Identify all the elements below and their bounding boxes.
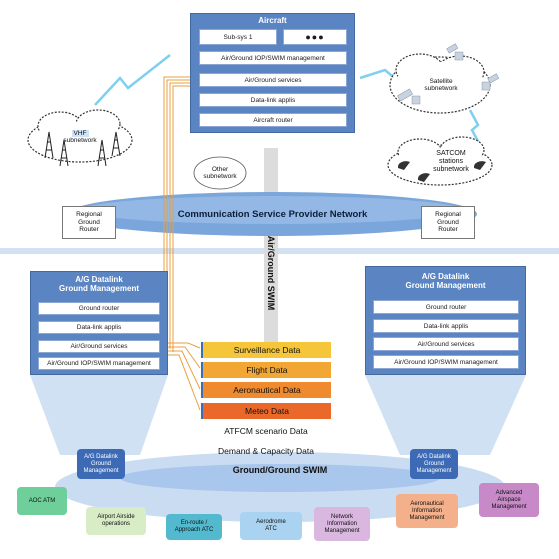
aoc-atm-node: AOC ATM [17,487,67,515]
left-row-applis: Data-link applis [38,321,160,334]
enroute-1: En-route / [180,520,208,526]
other-subnetwork-1: Other [211,165,229,173]
agdl-right-1: A/G Datalink [417,453,451,460]
airport-2: operations [101,521,131,527]
agdl-left-2: Ground [90,460,111,467]
ag-link-lines [163,76,190,352]
gg-swim-label: Ground/Ground SWIM [232,465,328,475]
surveillance-data: Surveillance Data [201,342,331,358]
vhf-label-tag: VHF [71,129,89,137]
vhf-label-sub: subnetwork [63,137,97,144]
aerodrome-atc-node: Aerodrome ATC [240,512,302,540]
regional-left-1: Regional [76,211,102,219]
left-row-router: Ground router [38,302,160,315]
airport-airside-node: Airport Airside operations [86,507,146,535]
advanced-2: Airspace [497,496,521,503]
left-ground-panel: A/G Datalink Ground Management Ground ro… [30,271,168,375]
ais-node: Aeronautical Information Management [396,494,458,528]
satcom-dish-icon [397,161,486,182]
network-2: Information [326,520,357,527]
left-panel-title-1: A/G Datalink [75,275,123,284]
more-subsystems-box: ●●● [283,29,347,45]
aircraft-row-router: Aircraft router [199,113,347,127]
aeronautical-data: Aeronautical Data [201,382,331,398]
demand-capacity-data: Demand & Capacity Data [218,446,314,456]
advanced-airspace-node: Advanced Airspace Management [479,483,539,517]
network-1: Network [330,513,353,520]
agdl-right-node: A/G Datalink Ground Management [410,449,458,479]
right-funnel [365,375,526,455]
regional-router-left: Regional Ground Router [62,206,116,239]
aerodrome-2: ATC [265,526,277,532]
aircraft-panel: Aircraft Sub-sys 1 ●●● Air/Ground IOP/SW… [190,13,355,133]
left-row-iop: Air/Ground IOP/SWIM management [38,357,160,370]
regional-left-2: Ground [78,218,100,226]
advanced-1: Advanced [495,489,523,496]
atfcm-data: ATFCM scenario Data [224,426,308,436]
advanced-3: Management [491,503,527,510]
aircraft-row-services: Air/Ground services [199,73,347,87]
satcom-label-3: subnetwork [433,166,469,173]
satellite-label-2: subnetwork [424,85,458,92]
radio-tower-icon [44,131,121,167]
agdl-left-1: A/G Datalink [84,453,118,460]
satellite-label: Satellite subnetwork [416,76,466,94]
regional-right-3: Router [438,226,458,234]
agdl-right-3: Management [416,467,452,474]
right-row-iop: Air/Ground IOP/SWIM management [373,355,519,369]
satcom-label-2: stations [438,158,464,165]
ag-swim-label: Air/Ground SWIM [266,235,276,311]
left-funnel [30,375,168,455]
flight-data: Flight Data [201,362,331,378]
csp-network-label: Communication Service Provider Network [177,208,368,220]
ground-separator [0,248,559,254]
agdl-right-2: Ground [423,460,444,467]
regional-left-3: Router [79,226,99,234]
satellite-icon [397,43,500,105]
right-panel-title-1: A/G Datalink [421,272,470,281]
left-row-services: Air/Ground services [38,340,160,353]
aircraft-row-applis: Data-link applis [199,93,347,107]
aircraft-row-iop: Air/Ground IOP/SWIM management [199,51,347,65]
vhf-label: VHF subnetwork [58,128,102,146]
satcom-cloud [387,136,493,186]
left-panel-title-2: Ground Management [58,284,139,293]
vhf-cloud [27,109,133,163]
vhf-link-bolt [94,54,171,106]
enroute-2: Approach ATC [174,527,214,533]
agdl-left-3: Management [83,467,119,474]
network-3: Management [324,527,360,534]
right-row-applis: Data-link applis [373,319,519,333]
satellite-label-1: Satellite [429,77,453,85]
satcom-label: SATCOM stations subnetwork [426,149,476,175]
enroute-atc-node: En-route / Approach ATC [166,514,222,540]
right-row-router: Ground router [373,300,519,314]
regional-right-2: Ground [437,218,459,226]
ais-3: Management [409,514,445,521]
satcom-link-bolt [468,109,482,146]
aircraft-title: Aircraft [258,16,287,25]
ais-1: Aeronautical [410,500,444,507]
gg-swim-inner [120,464,440,492]
other-subnetwork-cloud [193,156,247,190]
right-panel-title-2: Ground Management [405,281,486,290]
meteo-data: Meteo Data [201,403,331,419]
csp-network-highlight [82,196,462,224]
other-subnetwork-2: subnetwork [203,173,237,180]
ais-2: Information [411,507,442,514]
agdl-left-node: A/G Datalink Ground Management [77,449,125,479]
other-subnetwork-label: Other subnetwork [196,164,244,182]
airport-1: Airport Airside [97,514,135,520]
regional-router-right: Regional Ground Router [421,206,475,239]
subsys-box: Sub-sys 1 [199,29,277,45]
right-ground-panel: A/G Datalink Ground Management Ground ro… [365,266,526,375]
satcom-label-1: SATCOM [436,150,466,157]
right-row-services: Air/Ground services [373,337,519,351]
network-info-node: Network Information Management [314,507,370,541]
regional-right-1: Regional [435,211,461,219]
aerodrome-1: Aerodrome [256,519,286,525]
